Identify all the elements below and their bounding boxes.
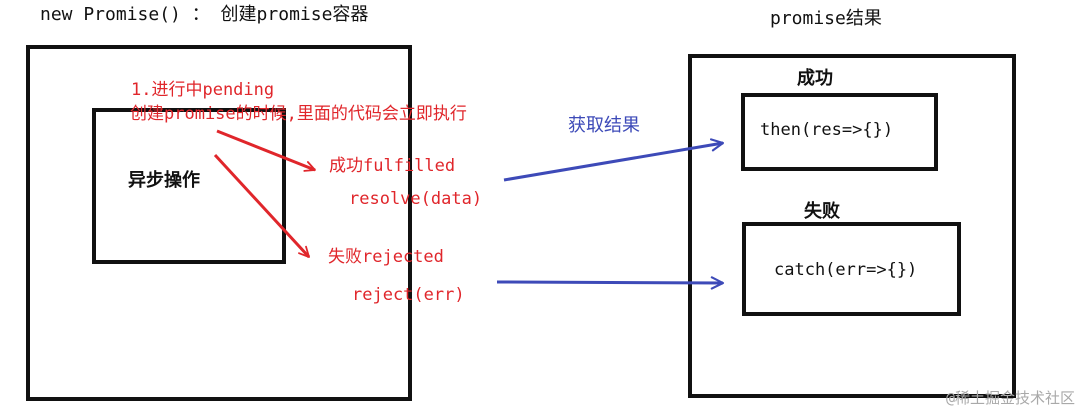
fail-title: 失败 <box>804 200 840 222</box>
catch-box <box>742 222 961 316</box>
fulfilled-label: 成功fulfilled <box>329 156 455 176</box>
get-result-label: 获取结果 <box>568 115 640 136</box>
watermark-label: @稀土掘金技术社区 <box>946 389 1075 407</box>
get-result-then-arrow <box>503 138 725 182</box>
then-box <box>741 93 938 171</box>
right-header-title: promise结果 <box>770 8 882 29</box>
pending-label: 1.进行中pending <box>131 80 274 100</box>
reject-call-label: reject(err) <box>352 285 465 305</box>
promise-result-box <box>688 54 1016 398</box>
async-operation-label: 异步操作 <box>128 169 200 191</box>
rejected-label: 失败rejected <box>328 247 444 267</box>
catch-call-label: catch(err=>{}) <box>774 260 917 280</box>
get-result-catch-arrow <box>496 276 725 290</box>
rejected-arrow <box>213 153 311 259</box>
success-title: 成功 <box>797 67 833 89</box>
left-header-title: new Promise() ： 创建promise容器 <box>40 4 368 25</box>
resolve-call-label: resolve(data) <box>349 189 482 209</box>
then-call-label: then(res=>{}) <box>760 120 893 140</box>
pending-note: 创建promise的时候,里面的代码会立即执行 <box>130 104 467 124</box>
promise-container-box <box>26 45 412 401</box>
fulfilled-arrow <box>216 129 316 172</box>
async-operation-box <box>92 108 286 264</box>
